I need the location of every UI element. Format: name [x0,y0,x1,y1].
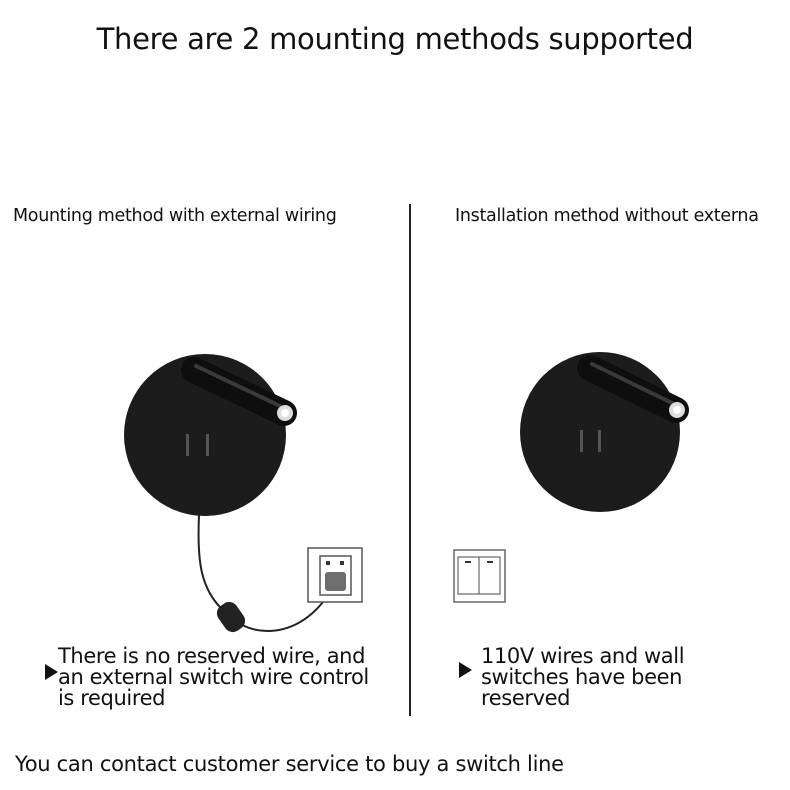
right-note-line: switches have been [481,665,683,689]
wall-switch-icon [453,549,506,603]
left-note: There is no reserved wire, and an extern… [58,646,369,709]
bullet-arrow-icon [459,662,472,678]
left-method-heading: Mounting method with external wiring [13,206,337,226]
left-wall-lamp [124,354,297,516]
left-note-line: is required [58,686,166,710]
page-title: There are 2 mounting methods supported [96,22,694,56]
wall-socket-icon [307,547,363,603]
right-method-heading: Installation method without externa [455,206,759,226]
right-wall-lamp [520,352,689,512]
footer-note: You can contact customer service to buy … [15,752,564,776]
bullet-arrow-icon [45,664,58,680]
left-note-line: an external switch wire control [58,665,369,689]
right-note-line: reserved [481,686,571,710]
left-note-line: There is no reserved wire, and [58,644,366,668]
right-note: 110V wires and wall switches have been r… [481,644,685,710]
right-note-line: 110V wires and wall [481,644,685,668]
inline-switch [216,601,246,633]
section-divider [409,204,411,716]
